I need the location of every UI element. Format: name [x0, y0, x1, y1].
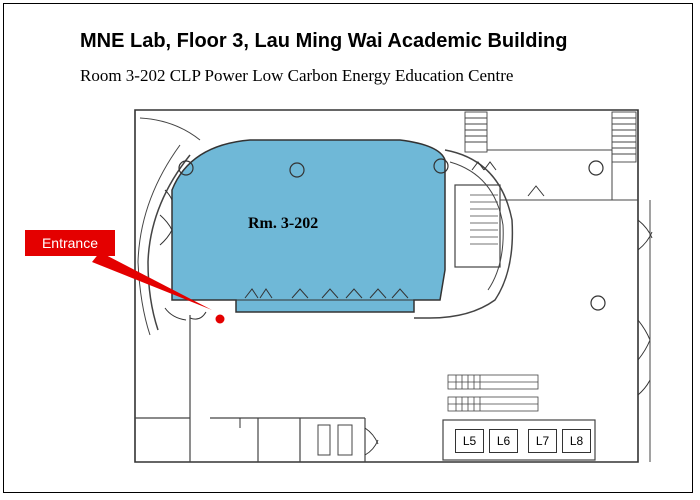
entrance-callout: Entrance [25, 230, 115, 256]
map-title: MNE Lab, Floor 3, Lau Ming Wai Academic … [80, 30, 568, 52]
escalators [447, 374, 539, 412]
column [178, 160, 194, 176]
east-curved-wall [414, 149, 514, 319]
map-frame [3, 3, 693, 493]
room-3-202 [171, 139, 446, 313]
room-label: Rm. 3-202 [248, 215, 319, 232]
stair-hatch-top [464, 111, 637, 163]
lift-l6: L6 [489, 429, 518, 453]
entrance-pointer [92, 252, 212, 310]
lift-l7: L7 [528, 429, 557, 453]
stair-core [454, 184, 501, 268]
column [433, 158, 449, 174]
entrance-marker [215, 314, 225, 324]
column [590, 295, 606, 311]
building-outline [134, 109, 639, 463]
lift-l5: L5 [455, 429, 484, 453]
lift-l8: L8 [562, 429, 591, 453]
interior-walls [135, 315, 366, 462]
lift-lobby [442, 419, 596, 461]
map-subtitle: Room 3-202 CLP Power Low Carbon Energy E… [80, 66, 514, 85]
column [588, 160, 604, 176]
column [289, 162, 305, 178]
west-curved-wall [147, 154, 191, 331]
room-bottom-doors [236, 288, 414, 301]
